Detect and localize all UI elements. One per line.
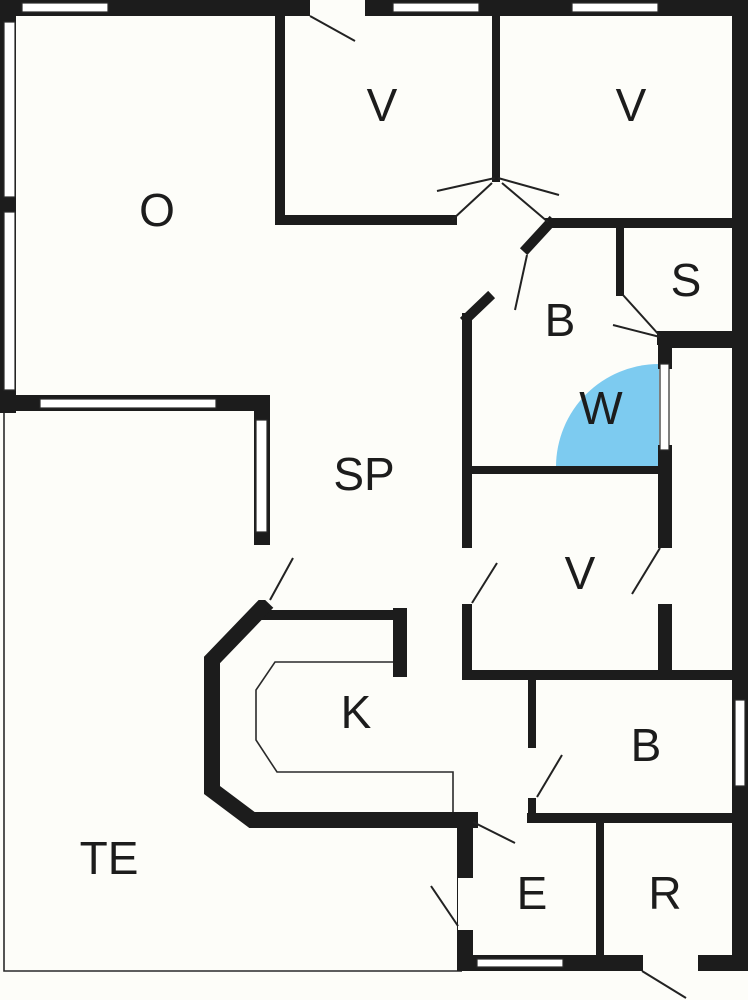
room-label-r: R (648, 867, 681, 919)
room-label-s: S (671, 254, 702, 306)
kitchen-counter (255, 661, 454, 815)
room-label-k: K (341, 686, 372, 738)
room-label-te: TE (80, 832, 139, 884)
shower-area (556, 364, 659, 467)
room-label-e: E (517, 867, 548, 919)
door-openings (254, 0, 698, 971)
door-swings (269, 15, 687, 999)
room-label-o: O (139, 184, 175, 236)
room-label-v-1: V (367, 79, 398, 131)
terrace-outline (3, 405, 462, 972)
room-label-v-3: V (565, 547, 596, 599)
windows (3, 2, 746, 968)
room-label-v-2: V (616, 79, 647, 131)
room-label-sp: SP (333, 448, 394, 500)
room-label-w: W (579, 382, 623, 434)
interior-walls (204, 5, 747, 962)
room-label-b-1: B (545, 294, 576, 346)
room-label-b-2: B (631, 719, 662, 771)
room-labels: O V V S B W SP V K B TE E R (80, 79, 702, 919)
